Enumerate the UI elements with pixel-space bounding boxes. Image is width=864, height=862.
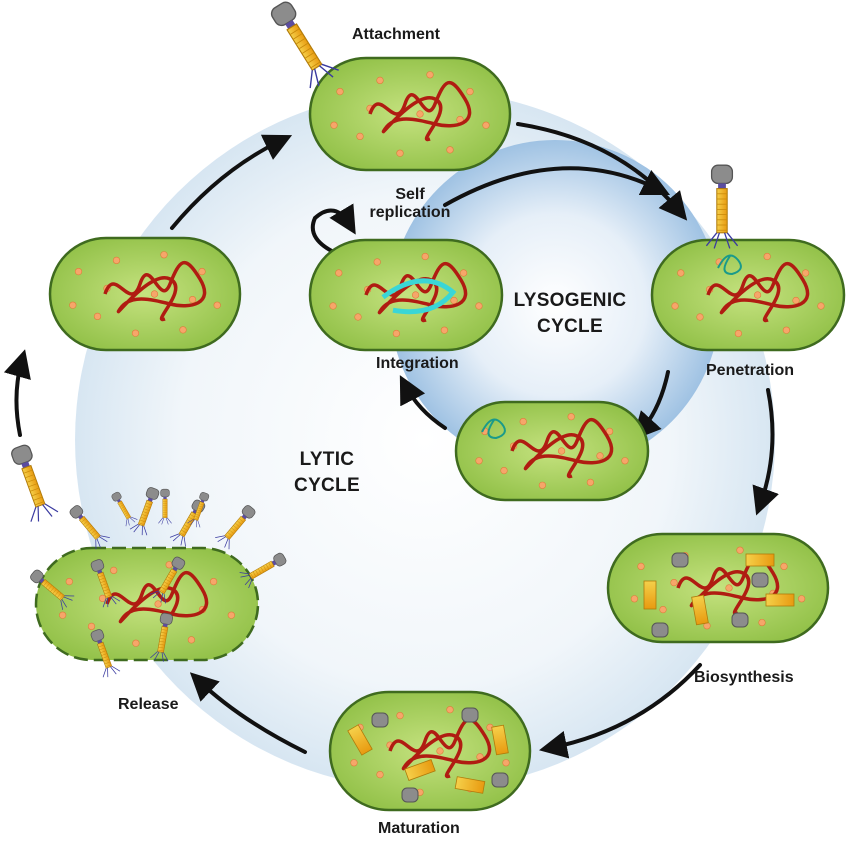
cell-penetration <box>650 164 846 352</box>
bacteriophage-icon <box>30 569 75 610</box>
bacteriophage-icon <box>129 487 160 536</box>
bacterium-cell-icon <box>34 546 260 662</box>
bacteriophage-icon <box>158 488 172 525</box>
dna-coil-icon <box>706 262 810 323</box>
phage-dna-strand-icon <box>717 254 742 276</box>
lysogenic-cycle-background <box>390 140 720 470</box>
arrow-biosynthesis-to-maturation <box>539 663 702 759</box>
dna-coil-icon <box>388 718 492 779</box>
phage-part-icon <box>765 593 795 607</box>
phage-dna-strand-icon <box>481 418 506 440</box>
label-lytic-cycle: LYTIC CYCLE <box>272 447 382 498</box>
phage-head-icon <box>651 622 669 638</box>
label-lysogenic-cycle: LYSOGENIC CYCLE <box>505 288 635 339</box>
cell-biosynthesis <box>606 532 830 644</box>
label-biosynthesis: Biosynthesis <box>694 669 794 686</box>
cell-release-burst <box>30 487 287 678</box>
bacteriophage-icon <box>239 552 287 589</box>
label-lysogenic: LYSOGENIC <box>513 290 627 311</box>
arrow-release-to-attachment <box>170 134 293 230</box>
bacterium-cell-icon <box>454 400 650 502</box>
self-replication-loop-arrow <box>310 203 356 257</box>
phage-head-icon <box>731 612 749 628</box>
phage-head-icon <box>401 787 419 803</box>
phage-head-icon <box>751 572 769 588</box>
bacterium-cell-icon <box>650 238 846 352</box>
bacteriophage-icon <box>11 444 59 522</box>
arrow-to-integration <box>399 375 447 430</box>
cell-integration <box>308 238 504 352</box>
phage-part-icon <box>745 553 775 567</box>
label-lysogenic-cycle-word: CYCLE <box>537 315 603 337</box>
bacteriophage-icon <box>270 1 339 89</box>
dna-coil-icon <box>103 261 207 322</box>
phage-head-icon <box>671 552 689 568</box>
bacteriophage-icon <box>69 505 110 550</box>
cell-lysogenic-intermediate <box>454 400 650 502</box>
bacteriophage-icon <box>90 629 121 678</box>
bacterium-cell-icon <box>308 238 504 352</box>
bacteriophage-icon <box>187 492 210 528</box>
label-self: Self <box>395 186 425 203</box>
arrow-self-replication-to-penetration <box>443 166 671 207</box>
bacterium-cell-icon <box>308 56 512 172</box>
arrow-release-to-free-phage <box>3 349 31 437</box>
phage-part-icon <box>347 724 373 756</box>
arrow-penetration-to-biosynthesis <box>752 388 779 516</box>
dna-coil-icon <box>368 81 472 142</box>
phage-part-icon <box>691 594 709 626</box>
phage-part-icon <box>454 776 486 794</box>
bacteriophage-icon <box>90 559 121 608</box>
phage-head-icon <box>491 772 509 788</box>
dna-coil-icon <box>510 418 614 479</box>
prophage-icon <box>381 278 457 315</box>
label-attachment: Attachment <box>352 26 441 43</box>
label-lytic-cycle-word: CYCLE <box>294 474 360 496</box>
bacteriophage-icon <box>149 556 186 604</box>
phage-part-icon <box>404 759 436 781</box>
bacteriophage-icon <box>150 612 173 662</box>
arrow-maturation-to-release <box>189 672 307 754</box>
cell-release-empty <box>48 236 242 352</box>
phage-head-icon <box>371 712 389 728</box>
label-penetration: Penetration <box>706 362 795 379</box>
arrow-attachment-to-penetration <box>516 122 688 221</box>
dna-coil-icon <box>105 571 209 632</box>
label-lytic: LYTIC <box>299 449 355 470</box>
cell-maturation <box>328 690 532 812</box>
label-integration: Integration <box>376 355 459 372</box>
label-maturation: Maturation <box>378 820 460 837</box>
phage-part-icon <box>491 724 509 756</box>
bacteriophage-icon <box>111 491 138 527</box>
phage-part-icon <box>643 580 657 610</box>
cell-attachment <box>270 1 512 172</box>
label-release: Release <box>118 696 179 713</box>
bacterium-cell-icon <box>606 532 830 644</box>
label-replication: replication <box>369 204 451 221</box>
phage-head-icon <box>461 707 479 723</box>
bacterium-cell-icon <box>48 236 242 352</box>
bacteriophage-icon <box>215 505 256 550</box>
bacteriophage-icon <box>705 164 739 249</box>
label-self-replication: Self replication <box>350 186 470 222</box>
